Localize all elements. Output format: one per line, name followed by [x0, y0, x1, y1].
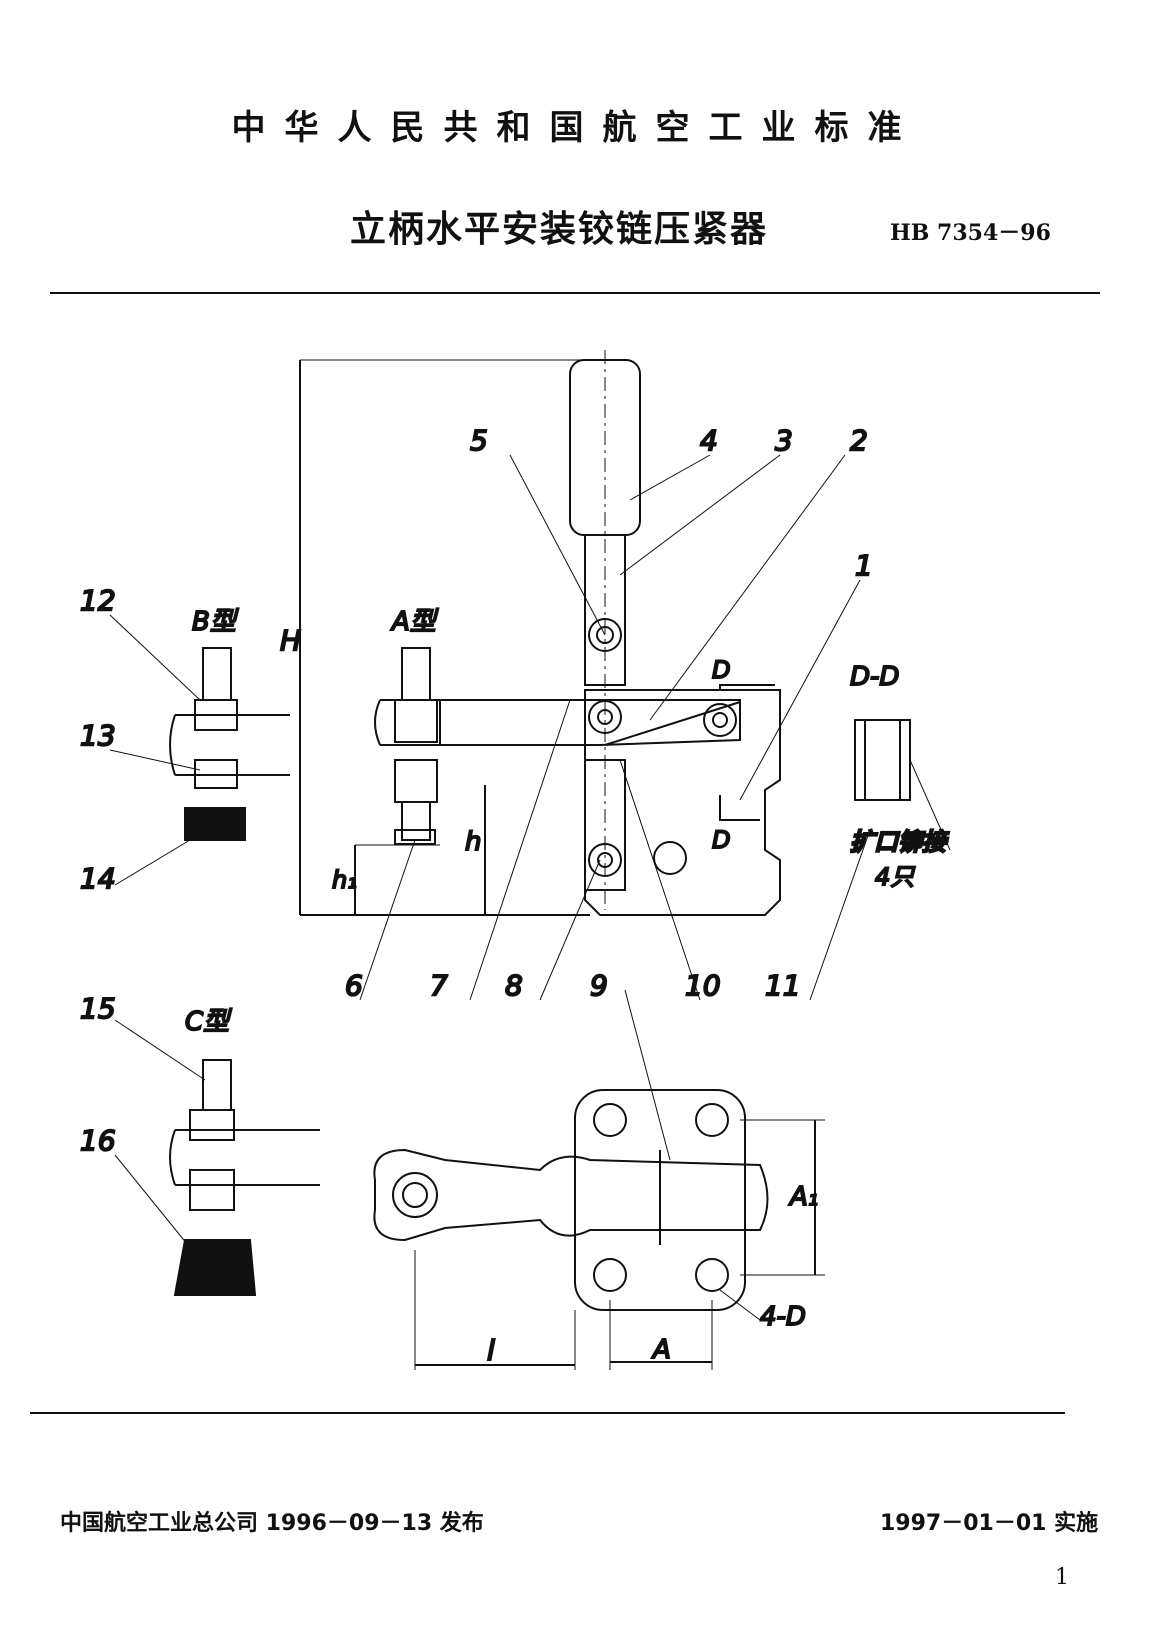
- handle-shaft: [584, 534, 626, 686]
- document-code: HB 7354－96: [890, 220, 1051, 246]
- part-label-1: 1: [855, 549, 873, 582]
- pressure-pad-b: [184, 807, 246, 841]
- top-view-base: [574, 1089, 746, 1311]
- rivet-count: 4只: [875, 863, 915, 891]
- part-label-7: 7: [430, 969, 448, 1002]
- section-mark-bottom: D: [712, 826, 730, 854]
- base-plate: [584, 689, 781, 916]
- part-label-3: 3: [775, 424, 793, 457]
- part-label-4: 4: [700, 424, 718, 457]
- dim-4D: 4-D: [760, 1302, 806, 1332]
- dim-A1: A₁: [788, 1182, 818, 1212]
- pivot-right: [703, 703, 737, 737]
- part-label-6: 6: [345, 969, 363, 1002]
- dim-h: h: [465, 827, 481, 857]
- part-label-16: 16: [80, 1124, 116, 1157]
- clamp-arm: [439, 699, 741, 746]
- section-dd: [854, 719, 911, 801]
- c-type-label: C型: [185, 1007, 232, 1037]
- effective-date: 1997－01－01 实施: [880, 1511, 1099, 1536]
- part-label-10: 10: [685, 969, 721, 1002]
- part-label-5: 5: [470, 424, 488, 457]
- dim-l: l: [487, 1334, 495, 1367]
- b-type-label: B型: [192, 607, 239, 637]
- part-label-8: 8: [505, 969, 523, 1002]
- dim-A: A: [651, 1335, 671, 1365]
- pivot-upper: [588, 618, 622, 652]
- issuer-line: 中国航空工业总公司 1996－09－13 发布: [60, 1511, 484, 1536]
- rivet-note: 扩口铆接: [850, 828, 950, 856]
- part-label-11: 11: [765, 969, 801, 1002]
- spindle-a-top: [401, 647, 431, 701]
- part-label-9: 9: [590, 969, 608, 1002]
- header-divider: [50, 292, 1100, 294]
- part-label-13: 13: [80, 719, 116, 752]
- part-label-2: 2: [850, 424, 868, 457]
- section-dd-label: D-D: [850, 662, 899, 692]
- document-title: 立柄水平安装铰链压紧器: [350, 209, 769, 250]
- dim-H: H: [280, 624, 301, 657]
- pressure-pad-c: [173, 1239, 257, 1296]
- part-label-15: 15: [80, 992, 116, 1025]
- part-label-12: 12: [80, 584, 116, 617]
- page-number: 1: [1055, 1565, 1069, 1590]
- standard-title: 中华人民共和国航空工业标准: [231, 108, 921, 148]
- top-view-arm: [373, 1148, 769, 1242]
- footer-divider: [30, 1412, 1065, 1414]
- dim-h1: h₁: [332, 866, 357, 894]
- section-mark-top: D: [712, 656, 730, 684]
- spindle-c: [202, 1059, 232, 1111]
- part-label-14: 14: [80, 862, 116, 895]
- link: [584, 759, 626, 891]
- a-type-label: A型: [390, 607, 439, 637]
- mounting-hole: [653, 841, 687, 875]
- pivot-lower: [588, 843, 622, 877]
- spindle-b: [202, 647, 232, 701]
